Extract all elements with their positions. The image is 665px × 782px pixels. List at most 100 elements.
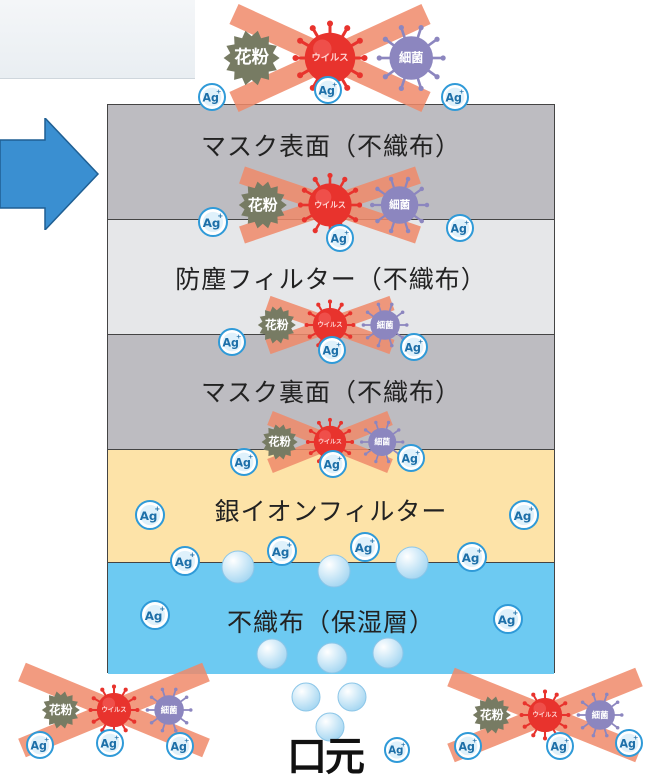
silver-ion-superscript: + [415, 449, 420, 457]
silver-ion-icon: Ag+ [446, 214, 474, 242]
bacteria-label: 細菌 [374, 437, 390, 447]
silver-ion-icon: Ag+ [454, 732, 482, 760]
bacteria-icon: 細菌 [145, 687, 193, 733]
moisture-bubble-icon [372, 637, 404, 669]
silver-ion-label: Ag [100, 738, 116, 751]
silver-ion-superscript: + [472, 737, 477, 745]
silver-ion-icon: Ag+ [350, 532, 380, 562]
silver-ion-superscript: + [216, 88, 221, 96]
silver-ion-label: Ag [323, 459, 339, 472]
moisture-bubble-icon [395, 546, 429, 580]
silver-ion-superscript: + [236, 333, 241, 341]
silver-ion-icon: Ag+ [166, 732, 194, 760]
silver-ion-icon: Ag+ [441, 83, 469, 111]
layer-label: 防塵フィルター（不織布） [175, 265, 487, 294]
silver-ion-label: Ag [404, 342, 420, 355]
pollen-label: 花粉 [268, 435, 291, 449]
silver-ion-superscript: + [337, 455, 342, 463]
silver-ion-icon: Ag+ [384, 737, 410, 763]
bacteria-icon: 細菌 [361, 302, 409, 348]
moisture-bubble-icon [337, 682, 367, 712]
silver-ion-label: Ag [202, 92, 218, 105]
virus-label: ウイルス [314, 201, 346, 210]
silver-ion-icon: Ag+ [26, 731, 54, 759]
bacteria-label: 細菌 [389, 198, 410, 211]
silver-ion-label: Ag [450, 223, 466, 236]
silver-ion-superscript: + [418, 338, 423, 346]
silver-ion-icon: Ag+ [198, 83, 226, 111]
silver-ion-superscript: + [189, 551, 195, 559]
top-panel [0, 0, 195, 79]
silver-ion-icon: Ag+ [400, 333, 428, 361]
silver-ion-icon: Ag+ [135, 500, 165, 530]
silver-ion-superscript: + [459, 88, 464, 96]
silver-ion-label: Ag [330, 233, 346, 246]
silver-ion-label: Ag [30, 740, 46, 753]
pollen-icon: 花粉 [238, 181, 287, 229]
virus-label: ウイルス [101, 706, 126, 714]
silver-ion-icon: Ag+ [318, 336, 346, 364]
mouth-label: 口元 [287, 734, 365, 780]
silver-ion-label: Ag [318, 85, 334, 98]
mask-layer-stack: マスク表面（不織布） 防塵フィルター（不織布） マスク裏面（不織布） 銀イオンフ… [107, 104, 555, 674]
moisture-bubble-icon [291, 682, 321, 712]
bacteria-label: 細菌 [399, 50, 423, 65]
silver-ion-superscript: + [633, 734, 638, 742]
silver-ion-icon: Ag+ [170, 546, 200, 576]
pollen-label: 花粉 [265, 318, 289, 332]
virus-icon: ウイルス [292, 20, 368, 96]
silver-ion-superscript: + [401, 741, 406, 748]
silver-ion-label: Ag [498, 613, 516, 627]
pollen-icon: 花粉 [223, 30, 280, 86]
silver-ion-label: Ag [388, 745, 403, 756]
silver-ion-superscript: + [44, 736, 49, 744]
virus-label: ウイルス [532, 711, 557, 719]
silver-ion-label: Ag [462, 551, 480, 565]
silver-ion-label: Ag [222, 337, 238, 350]
pollen-label: 花粉 [248, 196, 278, 214]
silver-ion-icon: Ag+ [319, 450, 347, 478]
silver-ion-label: Ag [619, 738, 635, 751]
virus-label: ウイルス [312, 53, 349, 64]
bacteria-label: 細菌 [592, 710, 609, 720]
silver-ion-label: Ag [355, 541, 373, 555]
silver-ion-superscript: + [217, 212, 223, 220]
bacteria-label: 細菌 [161, 705, 178, 715]
silver-ion-superscript: + [286, 541, 292, 549]
silver-ion-icon: Ag+ [326, 224, 354, 252]
virus-icon: ウイルス [519, 689, 571, 741]
silver-ion-icon: Ag+ [397, 444, 425, 472]
silver-ion-label: Ag [514, 509, 532, 523]
pollen-icon: 花粉 [257, 306, 296, 344]
silver-ion-superscript: + [184, 737, 189, 745]
layer-label: マスク裏面（不織布） [200, 378, 461, 407]
silver-ion-icon: Ag+ [218, 328, 246, 356]
virus-icon: ウイルス [88, 684, 140, 736]
moisture-bubble-icon [221, 550, 255, 584]
silver-ion-icon: Ag+ [509, 500, 539, 530]
layer-label: マスク表面（不織布） [200, 132, 461, 161]
silver-ion-superscript: + [248, 453, 253, 461]
silver-ion-superscript: + [528, 505, 534, 513]
pollen-icon: 花粉 [261, 424, 298, 460]
virus-icon: ウイルス [297, 172, 363, 238]
bacteria-icon: 細菌 [576, 692, 624, 738]
silver-ion-superscript: + [476, 547, 482, 555]
bacteria-icon: 細菌 [369, 176, 430, 234]
silver-ion-label: Ag [550, 741, 566, 754]
silver-ion-label: Ag [234, 457, 250, 470]
silver-ion-superscript: + [564, 737, 569, 745]
virus-label: ウイルス [317, 321, 342, 329]
silver-ion-label: Ag [170, 741, 186, 754]
silver-ion-icon: Ag+ [615, 729, 643, 757]
silver-ion-label: Ag [140, 509, 158, 523]
silver-ion-icon: Ag+ [198, 207, 228, 237]
silver-ion-icon: Ag+ [230, 448, 258, 476]
silver-ion-superscript: + [159, 605, 165, 613]
moisture-bubble-icon [317, 554, 351, 588]
pollen-label: 花粉 [49, 703, 73, 717]
silver-ion-superscript: + [464, 219, 469, 227]
pollen-icon: 花粉 [41, 691, 80, 729]
silver-ion-icon: Ag+ [314, 76, 342, 104]
